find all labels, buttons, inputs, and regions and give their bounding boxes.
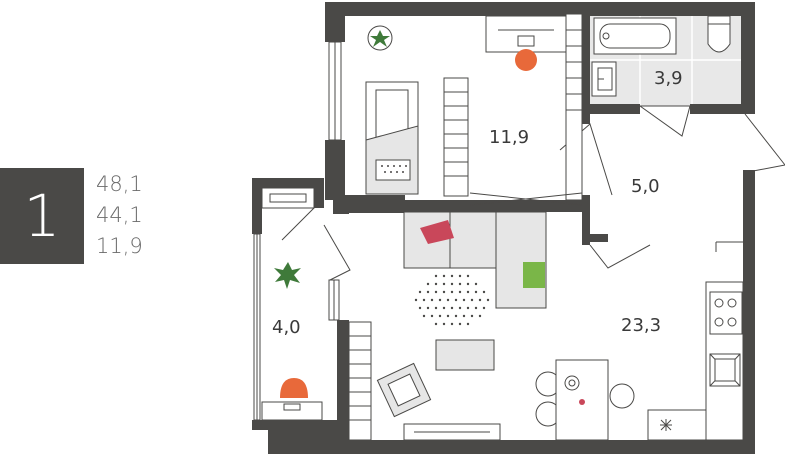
coffee-table (435, 339, 495, 371)
kitchen-living-area-label: 23,3 (621, 315, 661, 336)
balcony-area-label: 4,0 (272, 317, 301, 338)
balcony-chair (280, 378, 308, 398)
pillow-icon (420, 220, 454, 244)
balcony-plant-icon (274, 262, 301, 289)
fridge-icon (660, 419, 672, 431)
hallway-area-label: 5,0 (631, 176, 660, 197)
bathroom-area-label: 3,9 (654, 68, 683, 89)
room-area: 11,9 (96, 234, 143, 258)
toilet-icon (707, 15, 731, 53)
bathtub-icon (593, 17, 677, 55)
shelving-rack (443, 77, 469, 197)
total-area: 48,1 (96, 172, 143, 196)
window-lines (256, 42, 336, 420)
living-shelving (348, 321, 372, 441)
room-count: 1 (23, 182, 61, 250)
tv-stand (403, 423, 501, 441)
kitchen-sink-icon (709, 353, 741, 387)
desk-chair (515, 49, 537, 71)
walls (252, 2, 755, 454)
bed-icon (365, 81, 419, 195)
doors (262, 105, 785, 281)
dining-chairs (535, 371, 635, 427)
stove-icon (709, 291, 743, 335)
wardrobe-doors (469, 192, 583, 206)
rug-icon (414, 274, 490, 326)
pillow-green-icon (523, 262, 545, 288)
bedroom-area-label: 11,9 (489, 127, 529, 148)
living-area: 44,1 (96, 203, 143, 227)
closet-rails (565, 13, 583, 201)
sink-icon (591, 61, 617, 97)
sofa-icon (403, 211, 547, 309)
plant-icon (367, 25, 393, 51)
room-count-badge: 1 (0, 168, 84, 264)
desk (485, 15, 567, 53)
balcony-desk (261, 401, 323, 421)
armchair-icon (376, 362, 432, 418)
table-icon (555, 359, 609, 441)
balcony-shelf (261, 187, 315, 209)
